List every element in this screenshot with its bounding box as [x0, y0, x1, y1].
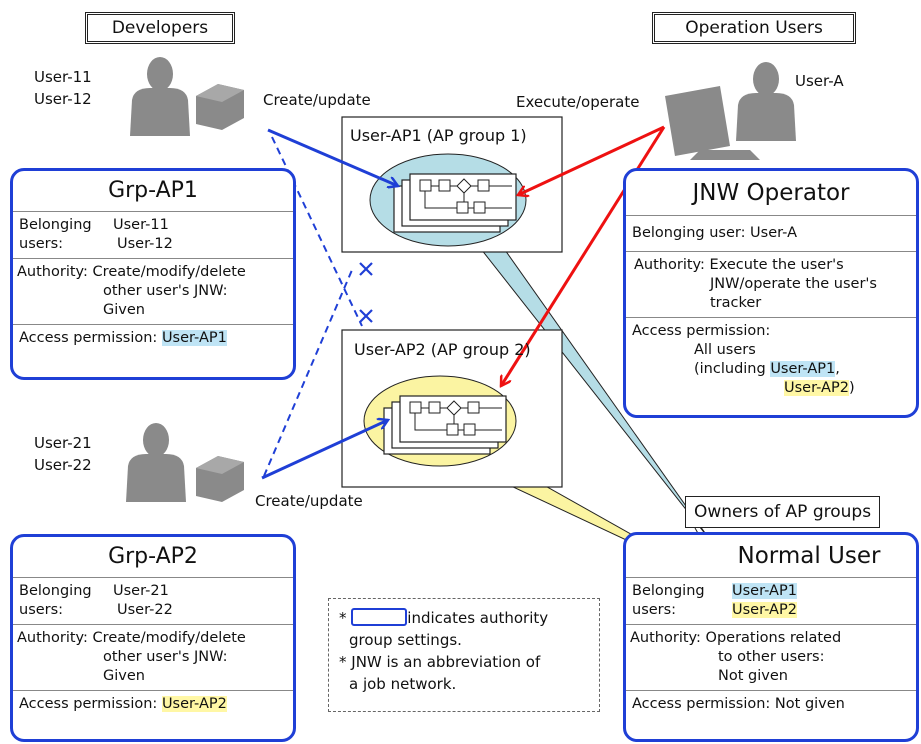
user-label: User-11 [34, 68, 92, 86]
arrow [518, 125, 665, 195]
authority-section: Authority: Create/modify/delete other us… [13, 624, 293, 690]
create-update-label: Create/update [255, 492, 363, 510]
authority-section: Authority: Create/modify/delete other us… [13, 258, 293, 324]
user-label: User-12 [34, 90, 92, 108]
card-title: Normal User [737, 543, 881, 569]
user-label: User-22 [34, 456, 92, 474]
operation-users-header: Operation Users [652, 12, 856, 44]
card-title: Grp-AP2 [108, 544, 198, 569]
developers-header: Developers [85, 12, 235, 44]
arrow [267, 128, 398, 186]
arrow [261, 420, 388, 480]
operator-user: User-A [795, 72, 844, 90]
authority-section: Authority: Operations related to other u… [626, 624, 916, 690]
ap2-title: User-AP2 (AP group 2) [354, 340, 531, 359]
person-icon [126, 423, 186, 502]
computer-icon [196, 84, 244, 130]
create-update-label: Create/update [263, 91, 371, 109]
jnw-operator-card: JNW Operator Belonging user: User-A Auth… [623, 168, 919, 418]
access-section: Access permission: User-AP2 [13, 690, 293, 718]
notes-box: * indicates authority group settings. * … [328, 598, 600, 712]
computer-icon [196, 456, 244, 502]
cross-icon [359, 262, 373, 323]
execute-operate-label: Execute/operate [516, 93, 640, 111]
ap1-title: User-AP1 (AP group 1) [350, 126, 527, 145]
belonging-section: Belonging user: User-A [626, 215, 916, 251]
dev-bottom-users: User-21 User-22 [34, 432, 92, 476]
card-title: JNW Operator [692, 180, 850, 206]
dev-top-users: User-11 User-12 [34, 66, 92, 110]
authority-section: Authority: Execute the user's JNW/operat… [626, 251, 916, 317]
person-icon [130, 57, 190, 136]
access-section: Access permission: Not given [626, 690, 916, 718]
job-network-icon [383, 395, 507, 455]
arrow [271, 136, 363, 327]
user-label: User-21 [34, 434, 92, 452]
arrow [263, 269, 353, 477]
computer-icon [665, 86, 730, 156]
job-network-icon [393, 173, 517, 233]
access-section: Access permission: All users (including … [626, 317, 916, 402]
person-icon [736, 62, 796, 141]
owners-label: Owners of AP groups [685, 496, 881, 528]
legend-blue-box [351, 608, 408, 626]
card-title: Grp-AP1 [108, 178, 198, 203]
access-section: Access permission: User-AP1 [13, 324, 293, 352]
